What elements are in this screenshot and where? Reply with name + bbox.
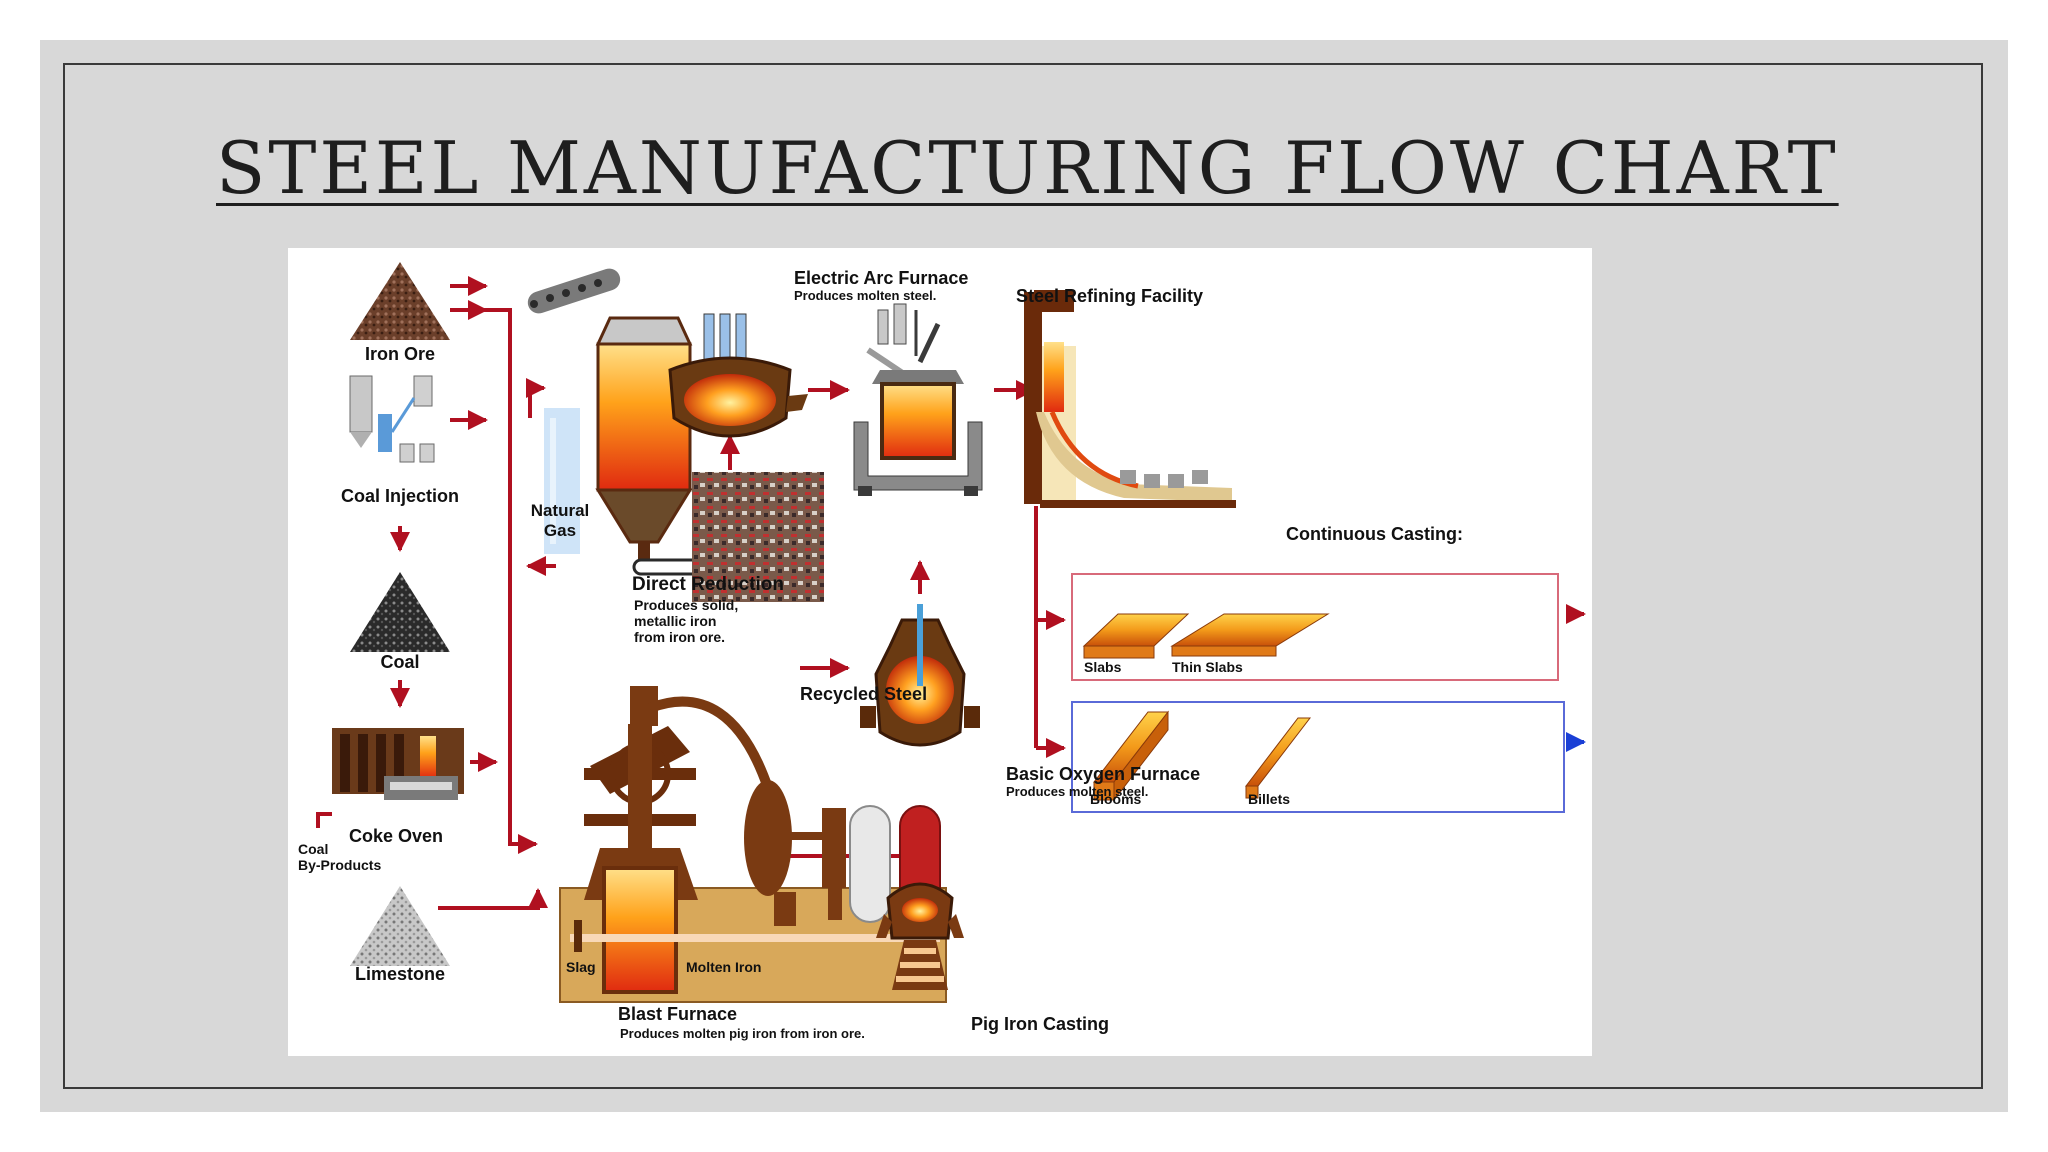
recycled-steel-scrap [692, 472, 824, 602]
label-pig-iron-casting: Pig Iron Casting [971, 1014, 1109, 1034]
label-billets: Billets [1248, 791, 1290, 807]
label-blast-furnace-desc: Produces molten pig iron from iron ore. [620, 1026, 865, 1041]
label-electric-arc-furnace-desc: Produces molten steel. [794, 288, 936, 303]
slide-title: STEEL MANUFACTURING FLOW CHART [216, 126, 1839, 210]
iron-ore-pile [350, 262, 450, 340]
label-direct-reduction-desc-line3: from iron ore. [634, 629, 725, 645]
label-coal-injection: Coal Injection [341, 486, 459, 506]
coal-pile [350, 572, 450, 652]
label-basic-oxygen-furnace: Basic Oxygen Furnace [1006, 764, 1200, 784]
coal-injection-equipment [349, 375, 435, 463]
label-molten-iron: Molten Iron [686, 959, 761, 975]
label-limestone: Limestone [355, 964, 445, 984]
label-coal-byproducts-line2: By-Products [298, 857, 381, 873]
natural-gas-column [544, 408, 580, 554]
label-electric-arc-furnace: Electric Arc Furnace [794, 268, 968, 288]
label-natural-gas-line2: Gas [544, 521, 576, 540]
label-natural-gas-line1: Natural [531, 501, 590, 520]
steel-refining-facility [853, 303, 983, 496]
label-slabs: Slabs [1084, 659, 1122, 675]
label-steel-refining: Steel Refining Facility [1016, 286, 1203, 306]
label-blooms: Blooms [1090, 791, 1142, 807]
label-slag: Slag [566, 959, 596, 975]
steel-flow-diagram: Iron Ore Coal Injection Coal Coke Oven C… [288, 248, 1592, 1056]
basic-oxygen-furnace [860, 604, 980, 747]
label-direct-reduction-desc-line1: Produces solid, [634, 597, 738, 613]
conveyor-belt [527, 268, 621, 314]
slabs-box [1071, 573, 1559, 681]
limestone-pile [350, 886, 450, 966]
diagram-labels: Iron Ore Coal Injection Coal Coke Oven C… [298, 268, 1463, 1041]
label-continuous-casting: Continuous Casting: [1286, 524, 1463, 544]
coke-oven [332, 728, 464, 800]
label-coal-byproducts-line1: Coal [298, 841, 328, 857]
label-iron-ore: Iron Ore [365, 344, 435, 364]
label-thin-slabs: Thin Slabs [1172, 659, 1243, 675]
pig-iron-casting [876, 882, 964, 990]
continuous-casting-machine [1024, 290, 1236, 508]
label-recycled-steel: Recycled Steel [800, 684, 927, 704]
label-coal: Coal [380, 652, 419, 672]
electric-arc-furnace [668, 313, 808, 438]
label-direct-reduction-desc-line2: metallic iron [634, 613, 716, 629]
blooms-box [1071, 701, 1565, 813]
label-blast-furnace: Blast Furnace [618, 1004, 737, 1024]
slide-frame [63, 63, 1983, 1089]
label-basic-oxygen-furnace-desc: Produces molten steel. [1006, 784, 1148, 799]
blast-furnace-complex [559, 686, 947, 1003]
label-direct-reduction: Direct Reduction [632, 574, 784, 595]
label-coke-oven: Coke Oven [349, 826, 443, 846]
